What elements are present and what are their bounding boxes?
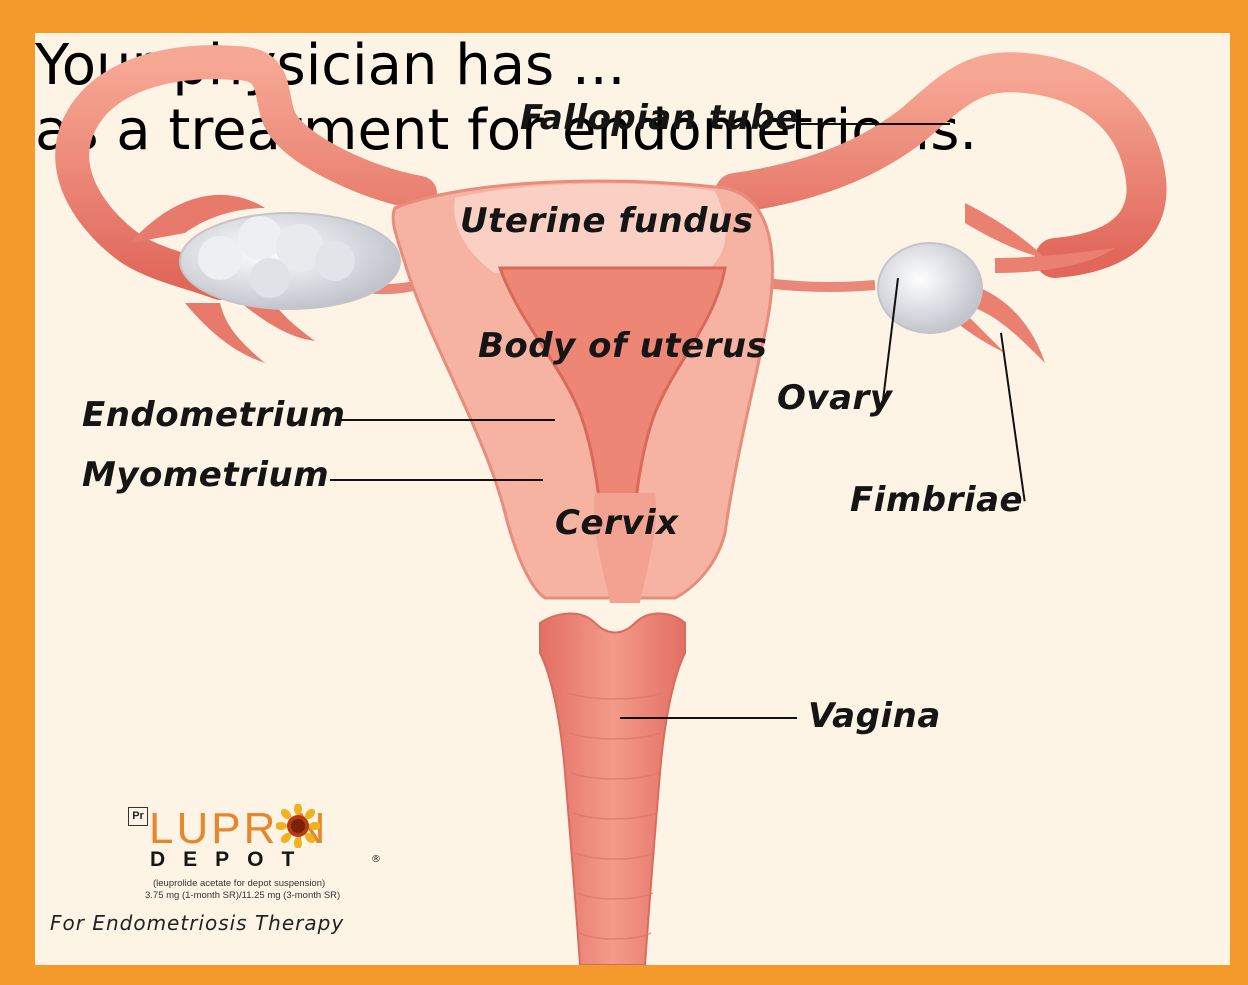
label-ovary: Ovary [777, 378, 892, 418]
leader-vagina [620, 717, 797, 719]
label-fallopian-tube: Fallopian tube [520, 98, 799, 138]
right-tube-connector [765, 283, 875, 287]
logo-subname: DEPOT [150, 848, 312, 872]
logo-dosage: 3.75 mg (1-month SR)/11.25 mg (3-month S… [145, 890, 340, 901]
pr-mark: Pr [128, 807, 148, 826]
leader-fallopian-tube [800, 123, 950, 125]
label-vagina: Vagina [808, 696, 941, 736]
label-uterine-fundus: Uterine fundus [460, 201, 753, 241]
illustration-panel: Your physician has ... as a treatment fo… [35, 33, 1230, 965]
registered-mark: ® [371, 854, 381, 865]
vagina [540, 614, 685, 965]
sunflower-icon [276, 804, 320, 848]
label-endometrium: Endometrium [82, 395, 345, 435]
label-body-of-uterus: Body of uterus [478, 326, 767, 366]
label-myometrium: Myometrium [82, 455, 329, 495]
label-cervix: Cervix [555, 503, 679, 543]
tagline: For Endometriosis Therapy [50, 911, 344, 935]
leader-endometrium [337, 419, 555, 421]
logo-generic-name: (leuprolide acetate for depot suspension… [153, 878, 325, 889]
leader-myometrium [330, 479, 543, 481]
label-fimbriae: Fimbriae [850, 480, 1023, 520]
left-ovary [180, 213, 400, 309]
